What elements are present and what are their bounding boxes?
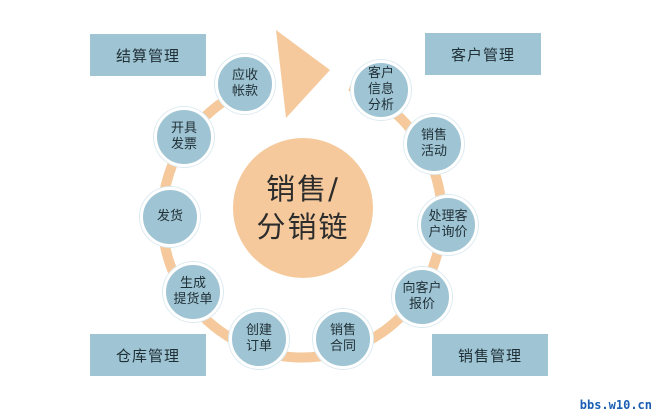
box-sales-management: 销售管理 <box>432 334 548 376</box>
node-accounts-receivable: 应收 帐款 <box>215 54 275 114</box>
node-shipping: 发货 <box>140 187 200 247</box>
node-issue-invoice: 开具 发票 <box>154 107 214 167</box>
box-customer-management: 客户管理 <box>425 33 541 75</box>
node-handle-customer-inquiry: 处理客 户询价 <box>418 195 478 255</box>
node-create-order: 创建 订单 <box>229 309 289 369</box>
center-sales-distribution-chain: 销售/ 分销链 <box>233 138 373 278</box>
node-quote-customer: 向客户 报价 <box>392 267 452 327</box>
node-customer-info-analysis: 客户 信息 分析 <box>351 60 411 120</box>
node-sales-activity: 销售 活动 <box>404 114 464 174</box>
box-warehouse-management: 仓库管理 <box>90 334 206 376</box>
node-generate-delivery-note: 生成 提货单 <box>163 262 223 322</box>
watermark: bbs.w10.cn <box>579 398 652 412</box>
cycle-arrow-icon <box>276 30 330 118</box>
node-sales-contract: 销售 合同 <box>313 309 373 369</box>
box-settlement-management: 结算管理 <box>90 34 206 76</box>
